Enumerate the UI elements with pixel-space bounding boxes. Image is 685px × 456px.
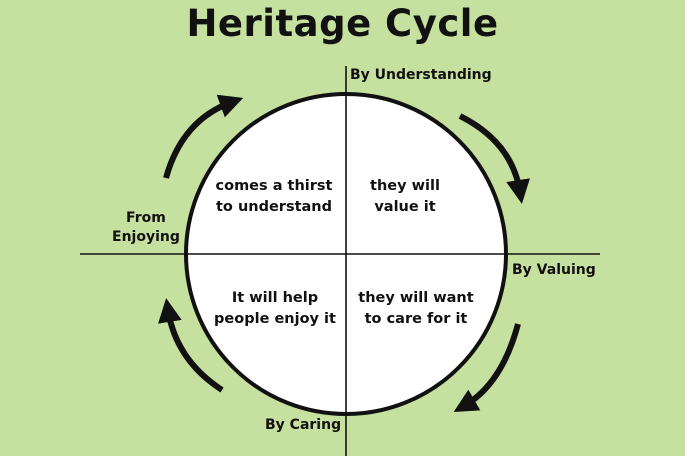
label-from-enjoying: From Enjoying xyxy=(112,209,180,247)
label-from-enjoying-line2: Enjoying xyxy=(112,229,180,245)
diagram-title: Heritage Cycle xyxy=(186,2,499,45)
quadrant-bottom-right: they will want to care for it xyxy=(352,288,480,330)
arrow-top-left xyxy=(163,94,244,179)
quadrant-top-left: comes a thirst to understand xyxy=(210,176,338,218)
quadrant-top-left-line1: comes a thirst xyxy=(215,178,333,194)
label-by-understanding: By Understanding xyxy=(350,67,492,83)
quadrant-top-left-line2: to understand xyxy=(216,199,332,215)
quadrant-top-right: they will value it xyxy=(350,176,460,218)
quadrant-bottom-left-line2: people enjoy it xyxy=(214,311,336,327)
arrow-bottom-left xyxy=(158,298,224,393)
quadrant-top-right-line1: they will xyxy=(370,178,440,194)
label-by-valuing: By Valuing xyxy=(512,262,596,278)
quadrant-bottom-left: It will help people enjoy it xyxy=(210,288,340,330)
label-from-enjoying-line1: From xyxy=(126,210,166,226)
quadrant-bottom-right-line2: to care for it xyxy=(364,311,468,327)
label-by-caring: By Caring xyxy=(265,417,342,433)
quadrant-top-right-line2: value it xyxy=(374,199,436,215)
quadrant-bottom-right-line1: they will want xyxy=(358,290,474,306)
arrow-bottom-right xyxy=(453,323,521,413)
arrow-top-right xyxy=(458,113,530,204)
quadrant-bottom-left-line1: It will help xyxy=(231,290,319,306)
